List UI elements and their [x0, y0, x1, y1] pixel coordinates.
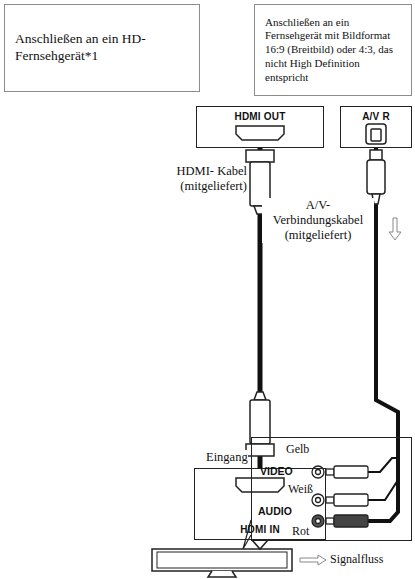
- rca-jack: [312, 466, 324, 527]
- node-text: A/V R: [362, 111, 390, 122]
- jack-panel: GelbVIDEO WeißAUDIORot: [251, 437, 412, 541]
- jack-label: Rot: [292, 524, 309, 539]
- av-port: [366, 124, 386, 144]
- heading-box: Anschließen an ein Fernsehgerät mit Bild…: [254, 4, 412, 96]
- rca-wire: [368, 458, 398, 500]
- callout-pointer: [252, 540, 268, 549]
- cable-label: HDMI- Kabel (mitgeliefert): [126, 164, 248, 194]
- rca-plug: [326, 466, 368, 527]
- jack-label: Weiß: [288, 482, 313, 497]
- node-text: Anschließen an ein Fernsehgerät mit Bild…: [265, 16, 401, 85]
- node-text: Anschließen an ein HD-Fernsehgerät*1: [15, 31, 189, 65]
- node-text: HDMI OUT: [234, 111, 285, 122]
- jack-label: Gelb: [286, 442, 309, 457]
- node-text: HDMI IN: [240, 524, 280, 535]
- legend-arrow: [300, 555, 326, 565]
- cable-label: A/V- Verbindungskabel (mitgeliefert): [262, 198, 374, 243]
- av-plug: [367, 150, 385, 204]
- port-box: HDMI OUT: [196, 106, 324, 148]
- hdmi-port: [236, 478, 284, 492]
- port-box: A/V R: [340, 106, 412, 148]
- jack-label: VIDEO: [260, 465, 293, 477]
- jack-label: AUDIO: [258, 505, 292, 517]
- legend-text: Signalfluss: [330, 552, 383, 567]
- rca-wire: [368, 437, 398, 521]
- port-caption: Eingang: [206, 450, 248, 465]
- television: [152, 549, 292, 577]
- hdmi-port: [236, 126, 284, 140]
- heading-box: Anschließen an ein HD-Fernsehgerät*1: [4, 4, 200, 92]
